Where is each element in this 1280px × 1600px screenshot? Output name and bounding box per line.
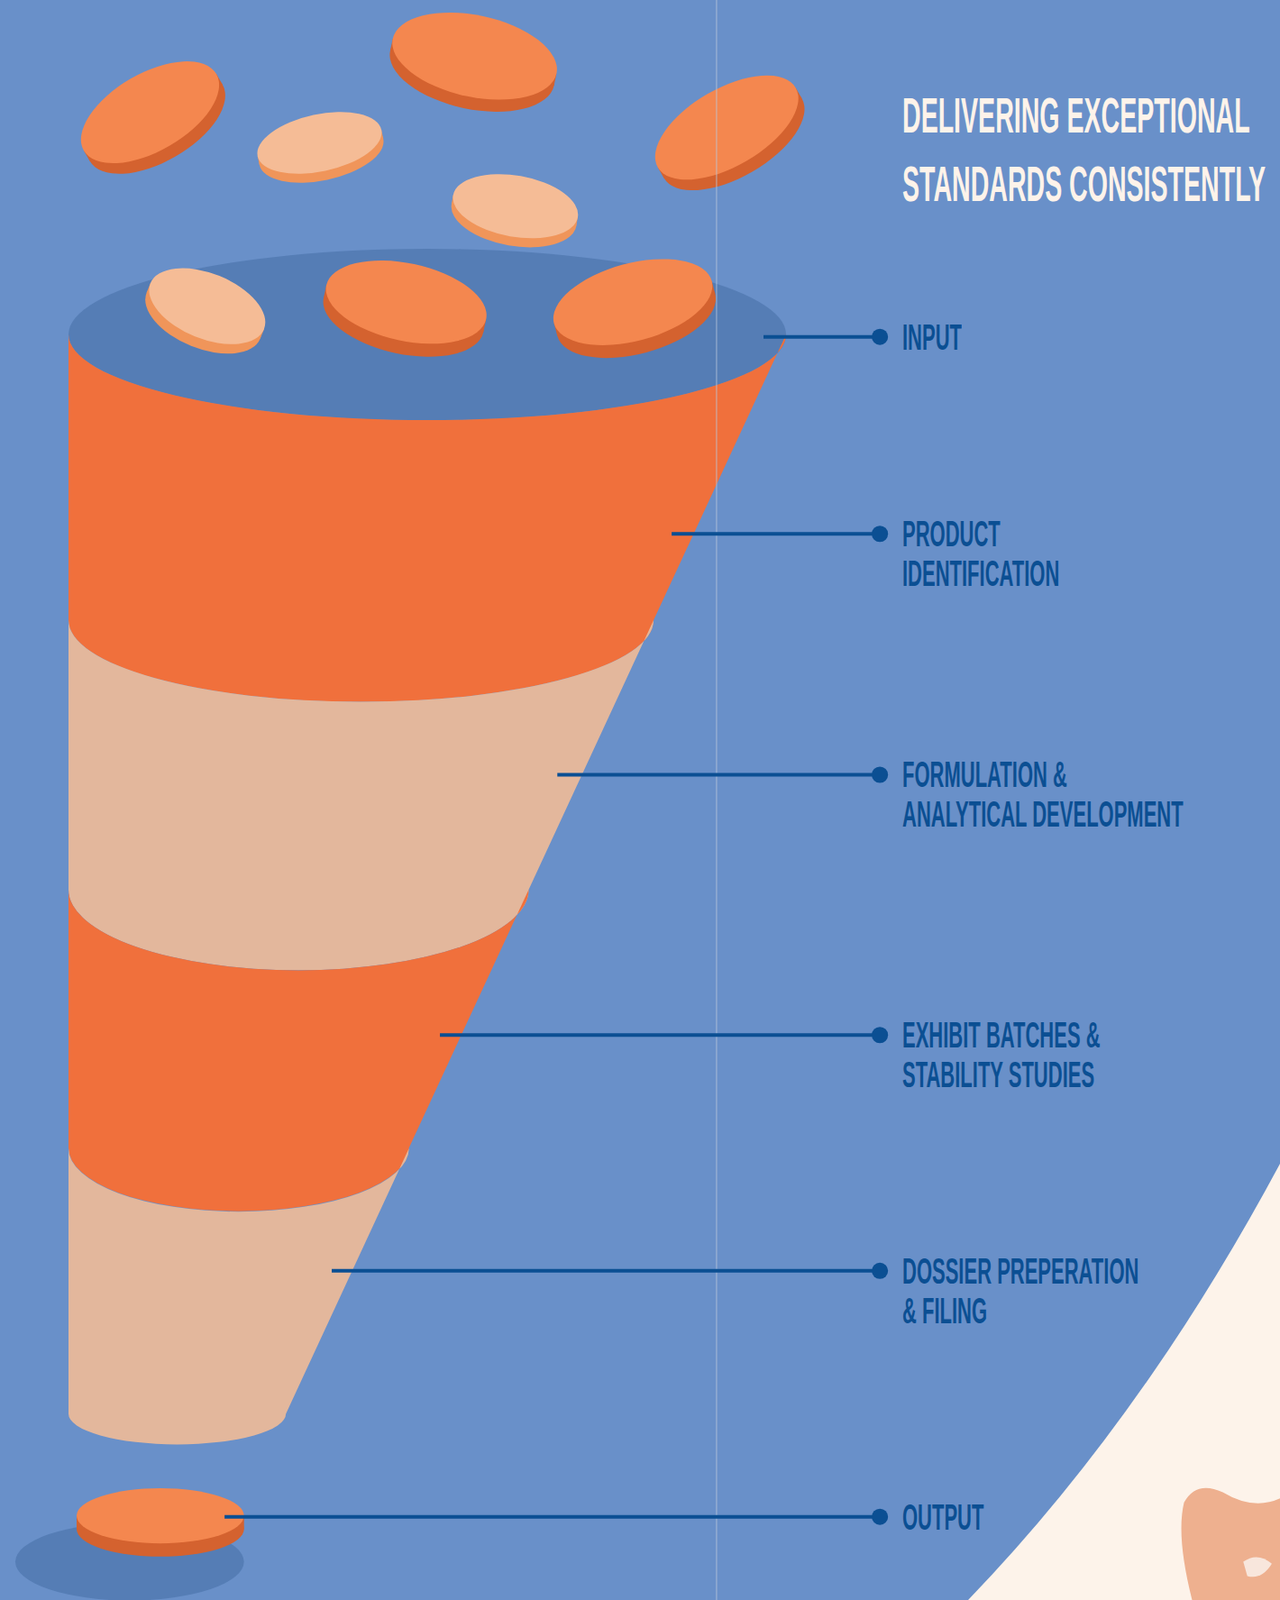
node-outline xyxy=(68,248,787,421)
leader-line xyxy=(557,772,880,777)
leader-dot xyxy=(871,329,888,346)
input-tablet xyxy=(315,246,494,370)
funnel-band: FORMULATION & ANALYTICAL DEVELOPMENT xyxy=(68,620,654,970)
leader-dot xyxy=(871,1262,888,1280)
leader-dot xyxy=(871,766,888,783)
funnel-band-shape xyxy=(68,889,529,1212)
falling-tablet xyxy=(381,0,565,126)
leader-dot xyxy=(871,525,888,542)
funnel-band-shape xyxy=(68,334,787,703)
leader-line xyxy=(224,1515,880,1519)
node-outline xyxy=(68,889,529,1212)
node-outline xyxy=(68,1148,410,1445)
stage-label: DOSSIER PREPERATION & FILING xyxy=(902,1251,1146,1331)
input-tablet xyxy=(134,253,276,370)
stage-label: OUTPUT xyxy=(902,1497,1101,1537)
tablet-top xyxy=(76,1488,245,1544)
diagram-title: DELIVERING EXCEPTIONAL STANDARDS CONSIST… xyxy=(902,81,1280,219)
leader-line xyxy=(763,335,880,339)
leader-lines xyxy=(224,337,880,1518)
leader-line xyxy=(331,1269,880,1273)
funnel-band-shape xyxy=(68,1148,410,1445)
node-outline xyxy=(68,334,787,703)
stage-label: EXHIBIT BATCHES & STABILITY STUDIES xyxy=(902,1014,1151,1095)
output-tablet: OUTPUT xyxy=(76,1488,245,1558)
leader-dots xyxy=(871,329,888,1526)
funnel-band: EXHIBIT BATCHES & STABILITY STUDIES xyxy=(68,889,529,1212)
falling-tablet xyxy=(638,54,822,212)
falling-tablet xyxy=(64,40,242,195)
falling-tablet xyxy=(251,101,390,193)
node-outline xyxy=(68,620,654,970)
leader-dot xyxy=(871,1508,888,1526)
falling-tablet xyxy=(446,164,584,256)
leader-line xyxy=(671,531,880,536)
fingernail xyxy=(1243,1556,1272,1577)
guide-line xyxy=(715,0,717,1600)
node-outline xyxy=(76,1488,245,1558)
leader-line xyxy=(439,1033,880,1037)
hand-illustration xyxy=(1181,1488,1280,1600)
input-ellipse: INPUT xyxy=(68,248,787,421)
stage-label: PRODUCT IDENTIFICATION xyxy=(902,513,1101,594)
stage-label: FORMULATION & ANALYTICAL DEVELOPMENT xyxy=(902,754,1193,834)
stage-label: INPUT xyxy=(902,317,1101,357)
leader-dot xyxy=(871,1026,888,1043)
funnel-band-shape xyxy=(68,620,654,970)
input-ellipse-shape xyxy=(68,248,787,421)
input-tablet xyxy=(543,243,725,374)
funnel-band: DOSSIER PREPERATION & FILING xyxy=(68,1148,410,1445)
cream-curve xyxy=(967,1163,1280,1600)
funnel-band: PRODUCT IDENTIFICATION xyxy=(68,334,787,703)
